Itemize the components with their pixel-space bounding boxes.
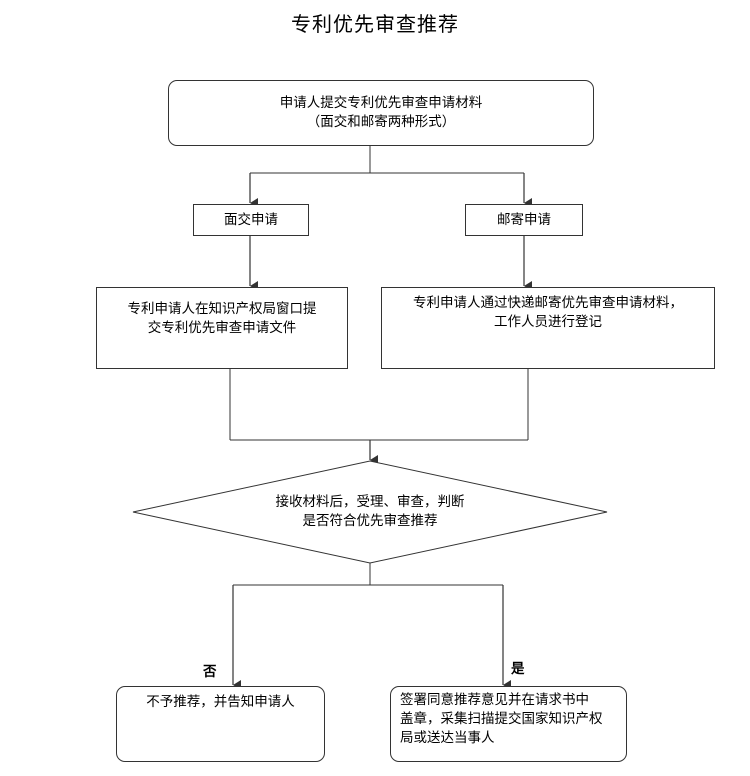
start-node-line2: （面交和邮寄两种形式） bbox=[306, 114, 456, 130]
face-detail-node: 专利申请人在知识产权局窗口提 交专利优先审查申请文件 bbox=[96, 287, 348, 369]
mail-detail-node: 专利申请人通过快递邮寄优先审查申请材料， 工作人员进行登记 bbox=[381, 287, 715, 369]
decision-line2: 是否符合优先审查推荐 bbox=[302, 513, 438, 529]
decision-line1: 接收材料后，受理、审查，判断 bbox=[275, 494, 465, 510]
reject-label: 不予推荐，并告知申请人 bbox=[146, 694, 295, 710]
face-detail-line1: 专利申请人在知识产权局窗口提 bbox=[127, 301, 317, 317]
mail-submit-label: 邮寄申请 bbox=[497, 211, 551, 228]
approve-node: 签署同意推荐意见并在请求书中 盖章，采集扫描提交国家知识产权 局或送达当事人 bbox=[390, 686, 627, 762]
branch-label-no: 否 bbox=[203, 664, 217, 680]
face-submit-label: 面交申请 bbox=[224, 211, 278, 228]
mail-detail-line2: 工作人员进行登记 bbox=[494, 314, 602, 330]
diagram-title: 专利优先审查推荐 bbox=[291, 12, 459, 36]
approve-line2: 盖章，采集扫描提交国家知识产权 bbox=[400, 711, 603, 727]
start-node-line1: 申请人提交专利优先审查申请材料 bbox=[279, 95, 483, 111]
mail-submit-node: 邮寄申请 bbox=[465, 204, 583, 236]
approve-line1: 签署同意推荐意见并在请求书中 bbox=[400, 692, 589, 708]
decision-node-text: 接收材料后，受理、审查，判断 是否符合优先审查推荐 bbox=[170, 493, 570, 531]
mail-detail-line1: 专利申请人通过快递邮寄优先审查申请材料， bbox=[413, 295, 683, 311]
face-detail-line2: 交专利优先审查申请文件 bbox=[147, 320, 297, 336]
reject-node: 不予推荐，并告知申请人 bbox=[116, 686, 325, 762]
approve-line3: 局或送达当事人 bbox=[400, 730, 495, 746]
face-submit-node: 面交申请 bbox=[193, 204, 309, 236]
start-node: 申请人提交专利优先审查申请材料 （面交和邮寄两种形式） bbox=[168, 80, 594, 146]
branch-label-yes: 是 bbox=[511, 661, 525, 677]
